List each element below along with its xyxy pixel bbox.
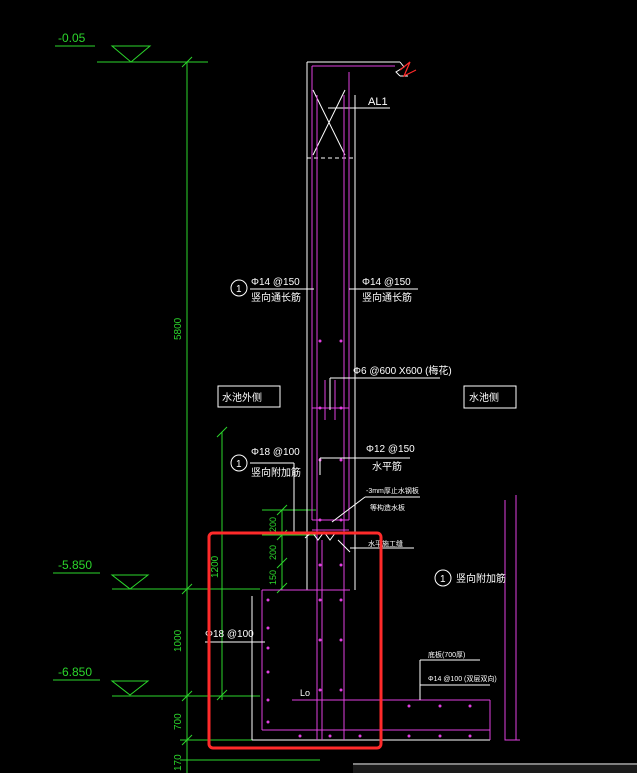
waterstop-text: -3mm厚止水钢板 [366,486,419,495]
dim-1200: 1200 [210,555,221,578]
inner-side-label: 水池侧 [469,391,499,404]
level-mark-mid: -5.850 [53,558,260,590]
dim-200-a: 200 [268,517,278,532]
circle-number-1: 1 [236,284,242,295]
bottom-edge-fill [353,765,637,773]
box-outer-side: 水池外侧 [217,385,281,408]
slab-bar: Φ14 @100 (双层双向) [428,674,497,683]
dim-700: 700 [173,713,184,730]
level-bottom-text: -6.850 [58,665,92,679]
annotation-additional-bar: 1 Φ18 @100 竖向附加筋 [230,447,301,532]
right-bar-desc: 竖向通长筋 [362,291,412,304]
horiz-spec: Φ12 @150 [366,444,415,455]
annotation-tie: Φ6 @600 X600 (梅花) [329,364,452,410]
level-mid-text: -5.850 [58,558,92,572]
dim-1000: 1000 [173,629,184,652]
horiz-desc: 水平筋 [372,460,402,473]
highlight-box [207,531,383,750]
annotation-horizontal-bar: Φ12 @150 水平筋 [319,444,415,475]
dim-150: 150 [268,570,278,585]
beam-label: AL1 [328,96,390,109]
add-bar-spec: Φ18 @100 [251,447,300,458]
dim-5800: 5800 [173,317,184,340]
left-bar-desc: 竖向通长筋 [251,291,301,304]
outer-side-label: 水池外侧 [222,391,262,404]
circle-number-2: 1 [236,459,242,470]
dim-200-b: 200 [268,545,278,560]
waterstop-text-2: 等构造水板 [370,503,405,512]
level-mark-bottom: -6.850 [53,665,260,697]
annotation-bottom-bar: Φ18 @100 [205,629,265,643]
tie-spec: Φ6 @600 X600 (梅花) [353,364,452,377]
right-bar-spec: Φ14 @150 [362,277,411,288]
slab-note: 底板(700厚) [428,650,465,659]
left-bar-spec: Φ14 @150 [251,277,300,288]
beam-label-text: AL1 [368,96,388,108]
level-top-text: -0.05 [58,31,86,45]
annotation-slab: 底板(700厚) Φ14 @100 (双层双向) [419,650,497,700]
add-bar-desc: 竖向附加筋 [251,466,301,479]
annotation-right-vertical-bar: Φ14 @150 竖向通长筋 [349,277,418,304]
annotation-right-additional: 1 竖向附加筋 [434,569,506,587]
bottom-bar-spec: Φ18 @100 [205,629,254,640]
construct-joint-text: 水平施工缝 [368,539,403,548]
lo-label: Lo [300,688,310,698]
right-additional-desc: 竖向附加筋 [456,572,506,585]
circle-number-3: 1 [440,574,446,585]
level-mark-top: -0.05 [55,31,208,63]
break-mark [399,61,417,78]
box-inner-side: 水池侧 [463,385,517,409]
dimension-chain: 5800 1000 700 170 1200 200 200 150 [173,56,320,773]
annotation-left-vertical-bar: 1 Φ14 @150 竖向通长筋 [230,277,314,304]
rebar-dots [266,339,472,738]
wall-outline [251,61,490,741]
rebar-group [261,65,520,741]
dim-170: 170 [173,754,184,771]
